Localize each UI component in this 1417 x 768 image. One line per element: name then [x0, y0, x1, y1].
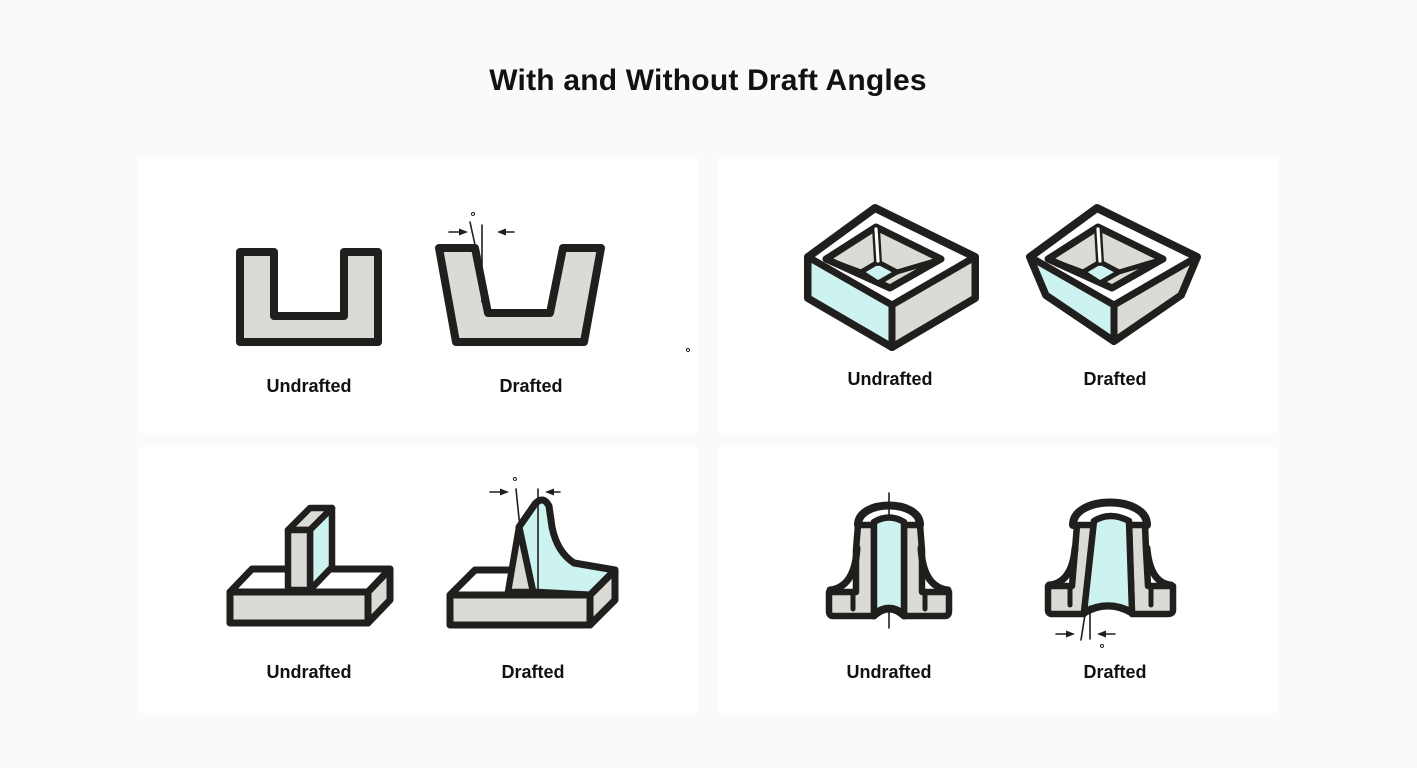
- caption-drafted: Drafted: [499, 376, 563, 396]
- degree-symbol: °: [512, 474, 518, 489]
- caption-undrafted: Undrafted: [846, 662, 932, 682]
- caption-drafted: Drafted: [1083, 662, 1147, 682]
- degree-symbol: °: [1099, 641, 1105, 656]
- panel-rib: [138, 447, 698, 713]
- caption-undrafted: Undrafted: [266, 376, 352, 396]
- panel-box-cavity: [718, 157, 1278, 433]
- caption-drafted: Drafted: [1083, 369, 1147, 389]
- degree-symbol-stray: °: [685, 345, 691, 360]
- caption-undrafted: Undrafted: [847, 369, 933, 389]
- page-title: With and Without Draft Angles: [489, 64, 927, 97]
- panel-u-channel: [138, 157, 698, 433]
- caption-undrafted: Undrafted: [266, 662, 352, 682]
- caption-drafted: Drafted: [501, 662, 565, 682]
- panel-boss-hole: [718, 447, 1278, 713]
- degree-symbol: °: [470, 209, 476, 224]
